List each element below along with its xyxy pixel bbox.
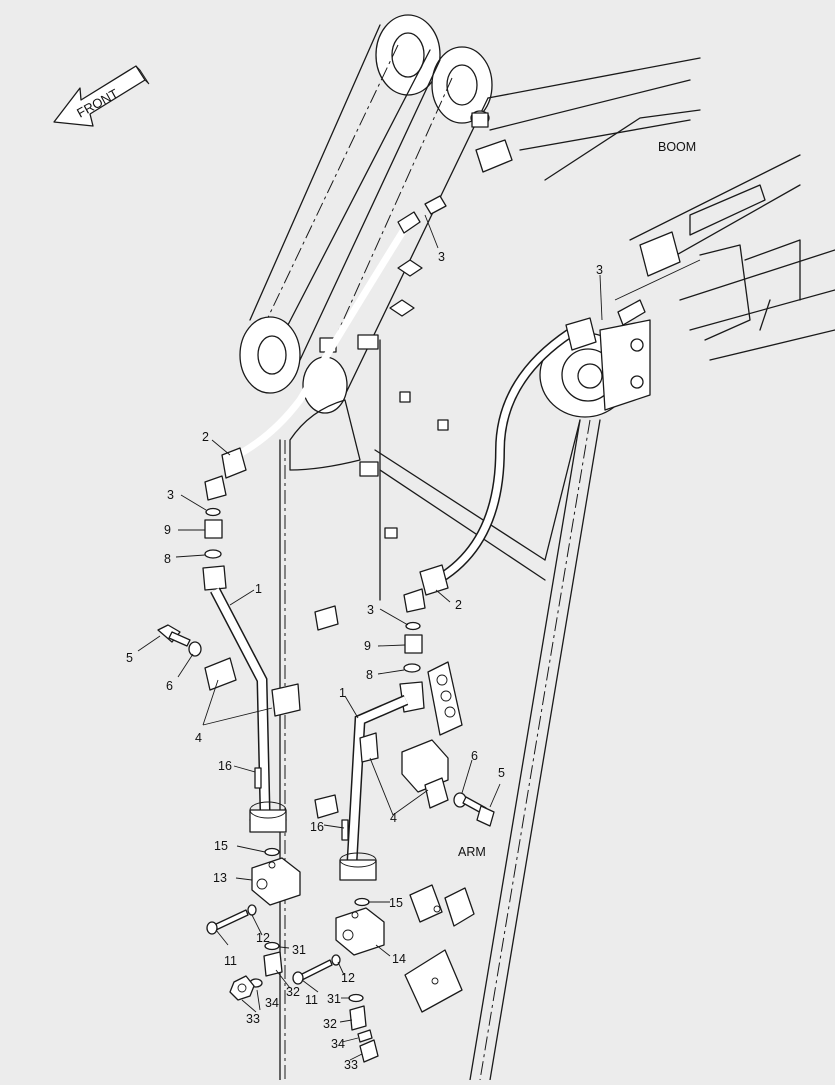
front-direction-arrow: FRONT	[53, 65, 150, 127]
callout-6: 6	[166, 679, 173, 693]
callout-15: 15	[214, 839, 228, 853]
callout-2: 2	[202, 430, 209, 444]
callout-34: 34	[331, 1037, 345, 1051]
callout-16: 16	[310, 820, 324, 834]
callout-5: 5	[498, 766, 505, 780]
callout-8: 8	[366, 668, 373, 682]
callout-13: 13	[213, 871, 227, 885]
callout-33: 33	[344, 1058, 358, 1072]
callout-3: 3	[367, 603, 374, 617]
callout-5: 5	[126, 651, 133, 665]
callout-33: 33	[246, 1012, 260, 1026]
hose-right	[403, 299, 646, 613]
boom-label: BOOM	[658, 140, 696, 154]
leader-lines	[137, 214, 603, 1061]
callout-31: 31	[292, 943, 306, 957]
callout-31: 31	[327, 992, 341, 1006]
callout-1: 1	[255, 582, 262, 596]
callout-2: 2	[455, 598, 462, 612]
callout-12: 12	[341, 971, 355, 985]
boom-structure	[239, 14, 835, 477]
callout-3: 3	[596, 263, 603, 277]
callout-6: 6	[471, 749, 478, 763]
callout-3: 3	[438, 250, 445, 264]
callout-11: 11	[224, 954, 237, 968]
callout-32: 32	[286, 985, 300, 999]
callout-15: 15	[389, 896, 403, 910]
callout-3: 3	[167, 488, 174, 502]
callout-11: 11	[305, 993, 318, 1007]
arm-label: ARM	[458, 845, 486, 859]
callout-32: 32	[323, 1017, 337, 1031]
callout-9: 9	[364, 639, 371, 653]
callout-1: 1	[339, 686, 346, 700]
left-fitting-stack	[202, 507, 301, 1001]
callout-16: 16	[218, 759, 232, 773]
callout-14: 14	[392, 952, 406, 966]
hose-left	[204, 195, 447, 501]
callout-9: 9	[164, 523, 171, 537]
callout-4: 4	[390, 811, 397, 825]
arm-structure	[279, 339, 601, 1081]
callout-34: 34	[265, 996, 279, 1010]
right-fitting-stack	[157, 621, 495, 1063]
callout-12: 12	[256, 931, 270, 945]
callout-8: 8	[164, 552, 171, 566]
callouts: 3 3 2 3 9 8 1 5 6 4 16 15 13 11 12 31 32…	[126, 250, 603, 1072]
callout-4: 4	[195, 731, 202, 745]
